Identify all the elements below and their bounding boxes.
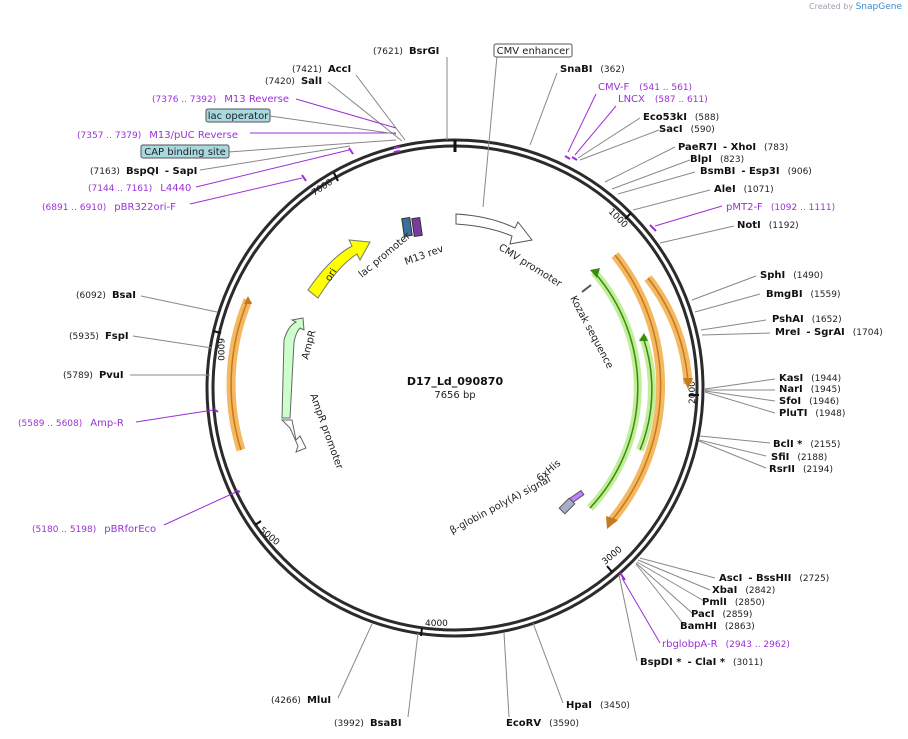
enzyme-eco53ki: Eco53kI(588) [643,112,719,123]
tick-5000: 5000 [254,520,281,548]
label-kozak: Kozak sequence [567,294,615,370]
enzyme-sfii: SfiI(2188) [771,452,827,463]
enzyme-bsrgi: (7621)BsrGI [373,46,439,57]
orf-orange-left [226,296,253,452]
enzyme-bamhi: BamHI(2863) [680,621,755,632]
enzyme-alei: AleI(1071) [714,184,774,195]
primer-m13-puc-reverse: (7357 .. 7379)M13/pUC Reverse [77,130,238,141]
ampr-promoter-arrow [280,419,307,453]
enzyme-paer7i: PaeR7I- XhoI(783) [678,142,788,153]
cap-binding-label: CAP binding site [144,147,226,158]
polya-box [558,497,576,515]
label-ampr-promoter: AmpR promoter [307,392,345,471]
box-leaders [227,55,498,208]
primer-marks [213,146,657,581]
tick-4000: 4000 [420,619,448,637]
enzyme-rsrii: RsrII(2194) [769,464,833,475]
enzyme-noti: NotI(1192) [737,220,799,231]
enzyme-pluti: PluTI(1948) [779,408,845,419]
tick-label-4000: 4000 [425,619,448,629]
primer-amp-r: (5589 .. 5608)Amp-R [18,418,124,429]
cap-binding-box: CAP binding site [140,144,230,159]
primer-pmt2-f: pMT2-F(1092 .. 1111) [726,202,835,213]
kozak-mark [581,284,592,293]
enzyme-bsmbi: BsmBI- Esp3I(906) [700,166,812,177]
enzyme-xbai: XbaI(2842) [712,585,775,596]
primer-pbrforeco: (5180 .. 5198)pBRforEco [32,524,156,535]
label-cmv-promoter: CMV promoter [496,242,564,290]
lac-promoter-box [401,216,413,238]
enzyme-sali: (7420)SalI [265,76,322,87]
orf-green-outer [587,268,642,511]
m13-rev-box [411,216,423,238]
enzyme-sfoi: SfoI(1946) [779,396,839,407]
enzyme-mlui: (4266)MluI [271,695,331,706]
primer-rbglobpa-r: rbglobpA-R(2943 .. 2962) [662,639,790,650]
snapgene-credit: Created by SnapGene [809,2,902,12]
enzyme-bspqi: (7163)BspQI- SapI [90,166,197,177]
enzyme-leaders [130,57,776,718]
enzyme-fspi: (5935)FspI [69,331,129,342]
plasmid-size: 7656 bp [434,390,475,401]
enzyme-acci: (7421)AccI [292,64,351,75]
enzyme-asci: AscI- BssHII(2725) [719,573,829,584]
primer-pbr322ori-f: (6891 .. 6910)pBR322ori-F [42,202,176,213]
enzyme-bmgbi: BmgBI(1559) [766,289,840,300]
primer-leaders [135,93,723,644]
primer-l4440: (7144 .. 7161)L4440 [88,183,191,194]
cmv-enhancer-label: CMV enhancer [497,46,571,57]
plasmid-name: D17_Ld_090870 [407,375,504,388]
tick-2000: 2000 [688,381,699,404]
enzyme-bspdi: BspDI *- ClaI *(3011) [640,657,763,668]
enzyme-snabi: SnaBI(362) [560,64,625,75]
snapgene-logo: SnapGene [855,2,902,12]
orf-orange-inner [644,275,693,389]
ampr-arrow [281,317,305,419]
primer-lncx: LNCX(587 .. 611) [618,94,708,105]
enzyme-blpi: BlpI(823) [690,154,744,165]
enzyme-paci: PacI(2859) [691,609,752,620]
enzyme-sphi: SphI(1490) [760,270,823,281]
enzyme-pvui: (5789)PvuI [63,370,124,381]
tick-6000: 6000 [212,330,225,361]
label-ampr: AmpR [300,329,318,361]
enzyme-bsai: (6092)BsaI [76,290,136,301]
orf-orange-outer [606,252,666,529]
credit-prefix: Created by [809,2,854,11]
orf-green-inner [636,333,656,452]
tick-label-1000: 1000 [606,207,629,230]
enzyme-hpai: HpaI(3450) [566,700,630,711]
enzyme-pmli: PmlI(2850) [702,597,765,608]
enzyme-bcli: BclI *(2155) [773,439,840,450]
enzyme-pshai: PshAI(1652) [772,314,842,325]
tick-3000: 3000 [601,545,625,573]
cmv-enhancer-box: CMV enhancer [493,43,573,58]
tick-label-2000: 2000 [688,381,698,404]
enzyme-ecorv: EcoRV(3590) [506,718,579,729]
primer-cmv-f: CMV-F(541 .. 561) [598,82,692,93]
enzyme-mrei: MreI- SgrAI(1704) [775,327,883,338]
lac-operator-label: lac operator [208,111,269,122]
enzyme-bsabi: (3992)BsaBI [334,718,402,729]
label-lac-promoter: lac promoter [357,230,414,280]
tick-label-7000: 7000 [310,178,335,199]
primer-m13-reverse: (7376 .. 7392)M13 Reverse [152,94,289,105]
tick-label-6000: 6000 [215,338,225,361]
enzyme-saci: SacI(590) [659,124,715,135]
enzyme-kasi: KasI(1944) [779,373,841,384]
cmv-promoter-arrow [455,213,533,245]
lac-operator-box: lac operator [205,108,271,123]
label-m13-rev: M13 rev [403,244,445,268]
label-globin: β-globin poly(A) signal [448,474,552,537]
ori-arrow [307,239,371,299]
enzyme-nari: NarI(1945) [779,384,841,395]
